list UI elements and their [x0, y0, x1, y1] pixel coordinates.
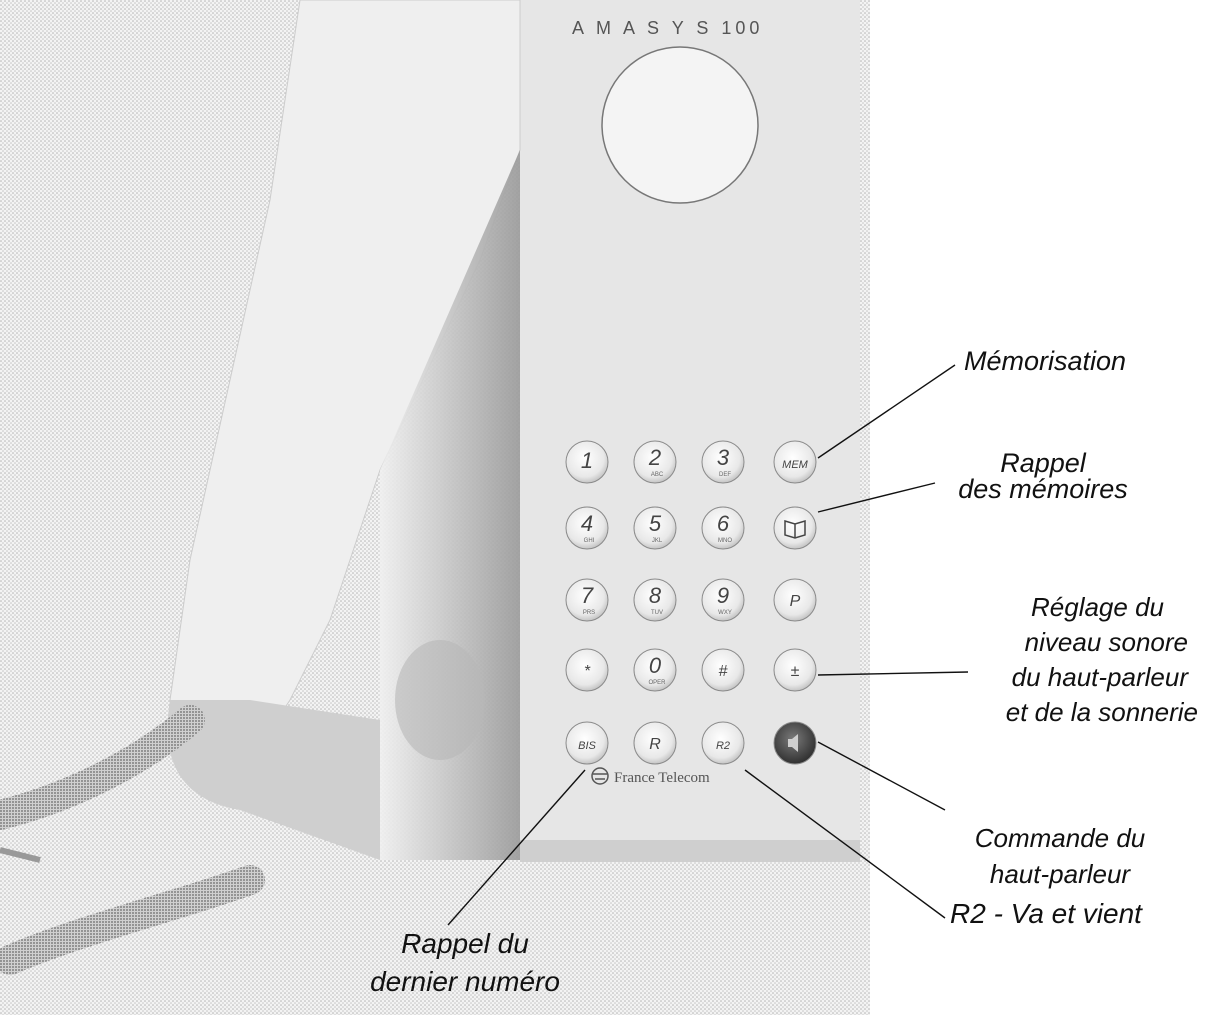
callout-r2: R2 - Va et vient [950, 897, 1142, 931]
key-hash[interactable]: # [702, 649, 744, 691]
callout-reglage-line1: Réglage du [940, 590, 1198, 625]
key-2-label: 2 [648, 445, 661, 470]
key-6-letters: MNO [718, 538, 732, 544]
key-3-letters: DEF [719, 472, 731, 478]
key-2-letters: ABC [651, 472, 664, 478]
key-4-letters: GHI [584, 538, 595, 544]
key-7-letters: PRS [583, 610, 595, 616]
brand-text: France Telecom [614, 770, 710, 786]
speaker-grille-circle [602, 47, 758, 203]
callout-rappel-dernier-line2: dernier numéro [330, 963, 600, 1001]
key-r-label: R [649, 736, 661, 753]
phone-base-edge [520, 840, 860, 862]
callout-rappel-memoires-line1: Rappel [938, 450, 1148, 476]
key-pause[interactable]: P [774, 579, 816, 621]
key-star-label: * [584, 663, 591, 680]
key-r[interactable]: R [634, 722, 676, 764]
handset-shade [395, 640, 485, 760]
key-9-letters: WXY [718, 610, 732, 616]
callout-rappel-memoires-line2: des mémoires [938, 476, 1148, 502]
key-6-label: 6 [717, 511, 730, 536]
key-7-label: 7 [581, 583, 594, 608]
key-book[interactable] [774, 507, 816, 549]
key-r2-label: R2 [716, 740, 730, 752]
key-bis-label: BIS [578, 740, 596, 752]
key-5-label: 5 [649, 511, 662, 536]
key-0-letters: OPER [648, 680, 666, 686]
key-1[interactable]: 1 [566, 441, 608, 483]
key-volume-label: ± [791, 663, 800, 680]
key-r2[interactable]: R2 [702, 722, 744, 764]
callout-reglage: Réglage du niveau sonore du haut-parleur… [940, 590, 1198, 730]
key-9-label: 9 [717, 583, 729, 608]
callout-reglage-line4: et de la sonnerie [940, 695, 1198, 730]
key-mem[interactable]: MEM [774, 441, 816, 483]
callout-r2-text: R2 - Va et vient [950, 897, 1142, 931]
key-5-letters: JKL [652, 538, 663, 544]
key-4-label: 4 [581, 511, 593, 536]
callout-commande: Commande du haut-parleur [950, 820, 1170, 892]
callout-memorisation-text: Mémorisation [964, 344, 1126, 378]
key-8-label: 8 [649, 583, 662, 608]
key-0-label: 0 [649, 653, 662, 678]
callout-commande-line1: Commande du [950, 820, 1170, 856]
key-pause-label: P [790, 593, 801, 610]
model-text: A M A S Y S 100 [572, 18, 763, 38]
callout-memorisation: Mémorisation [964, 344, 1126, 378]
key-mem-label: MEM [782, 459, 809, 471]
callout-rappel-dernier-line1: Rappel du [330, 925, 600, 963]
key-speaker[interactable] [774, 722, 816, 764]
callout-rappel-dernier: Rappel du dernier numéro [330, 925, 600, 1001]
key-3-label: 3 [717, 445, 730, 470]
callout-commande-line2: haut-parleur [950, 856, 1170, 892]
callout-reglage-line3: du haut-parleur [940, 660, 1198, 695]
key-hash-label: # [719, 663, 729, 680]
key-volume[interactable]: ± [774, 649, 816, 691]
key-8-letters: TUV [651, 610, 663, 616]
callout-rappel-memoires: Rappel des mémoires [938, 450, 1148, 502]
key-bis[interactable]: BIS [566, 722, 608, 764]
key-star[interactable]: * [566, 649, 608, 691]
key-1-label: 1 [581, 448, 593, 473]
callout-reglage-line2: niveau sonore [940, 625, 1198, 660]
